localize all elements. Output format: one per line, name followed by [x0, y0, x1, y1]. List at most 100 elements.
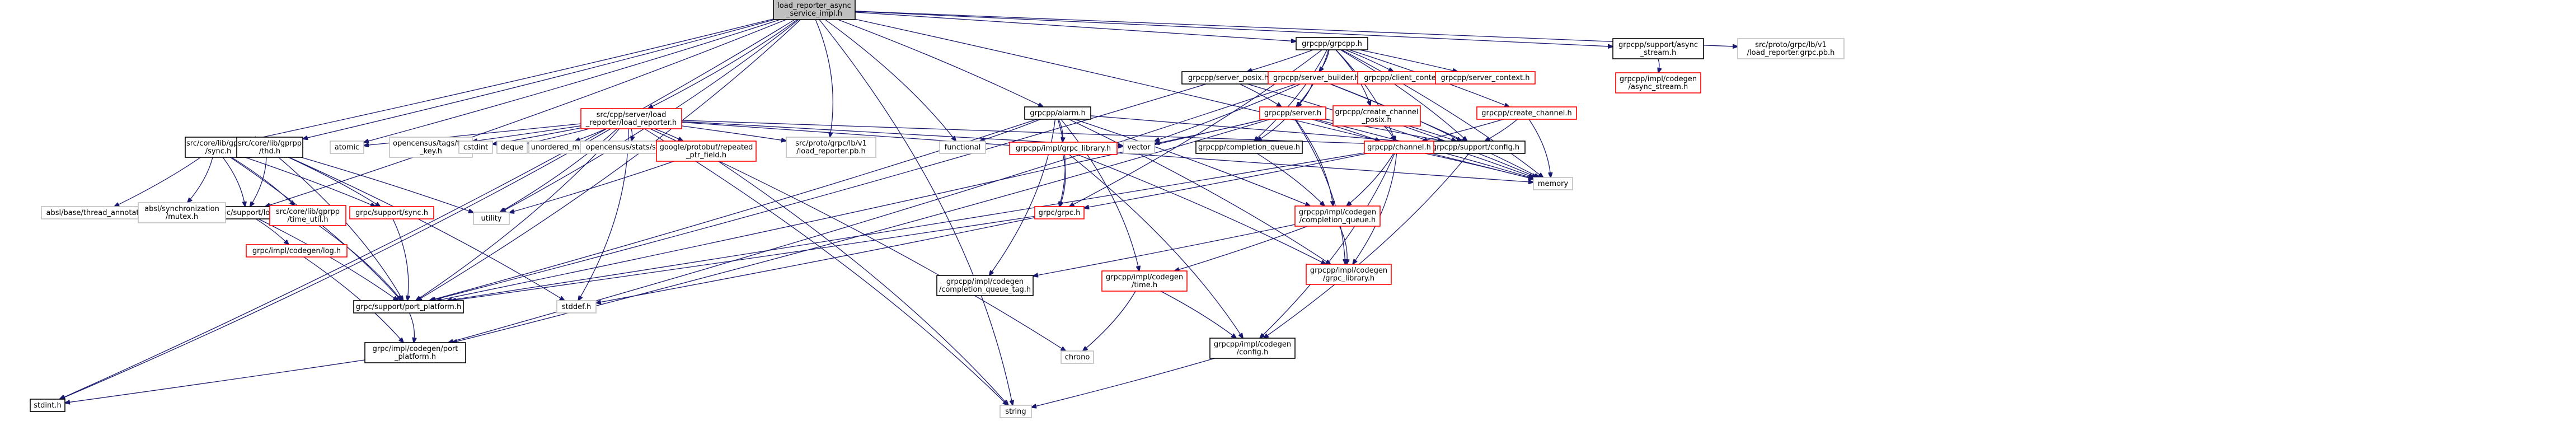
edge-grpc_library_impl-to-codegen_config — [1068, 154, 1243, 338]
node-box-channel — [1364, 141, 1434, 154]
edge-grpcpp-to-server_posix — [1247, 49, 1313, 72]
node-label-codegen_cq: grpcpp/impl/codegen — [1299, 208, 1376, 217]
node-codegen_cq[interactable]: grpcpp/impl/codegen/completion_queue.h — [1294, 205, 1381, 227]
edge-repeated_ptr-to-string — [718, 161, 1008, 405]
node-label-tag_key: opencensus/tags/tag — [393, 139, 469, 148]
nodes-layer: load_reporter_async_service_impl.hstdint… — [30, 0, 1845, 418]
node-grpc_h[interactable]: grpc/grpc.h — [1034, 206, 1085, 219]
node-label-port_platform: grpc/support/port_platform.h — [356, 303, 461, 311]
node-grpcpp[interactable]: grpcpp/grpcpp.h — [1296, 37, 1368, 50]
node-server_posix[interactable]: grpcpp/server_posix.h — [1181, 71, 1275, 85]
node-label-core_thd: src/core/lib/gprpp — [238, 139, 302, 148]
node-root[interactable]: load_reporter_async_service_impl.h — [773, 0, 856, 20]
node-box-stdint — [30, 399, 65, 412]
node-alarm[interactable]: grpcpp/alarm.h — [1024, 106, 1091, 120]
edge-channel-to-codegen_config — [1260, 153, 1395, 338]
node-label-repeated_ptr: google/protobuf/repeated — [660, 143, 753, 152]
node-label-server_context: grpcpp/server_context.h — [1441, 74, 1530, 82]
edge-grpcpp-to-channel — [1335, 49, 1395, 141]
node-create_channel_posix[interactable]: grpcpp/create_channel_posix.h — [1332, 105, 1421, 127]
node-box-lr_grpc_pb — [1737, 38, 1845, 59]
node-box-support_sync — [349, 206, 434, 219]
node-box-port_platform — [353, 300, 464, 314]
edge-core_sync-to-support_sync — [245, 157, 376, 207]
node-support_config[interactable]: grpcpp/support/config.h — [1426, 141, 1526, 154]
edge-alarm-to-codegen_grpc_library — [1068, 119, 1331, 264]
edge-port_platform-to-impl_port_platform — [409, 312, 415, 343]
node-async_stream[interactable]: grpcpp/support/async_stream.h — [1612, 38, 1704, 59]
edge-core_sync-to-core_time_util — [231, 157, 295, 205]
node-box-utility — [473, 212, 510, 225]
edge-load_reporter-to-tag_key — [472, 125, 581, 142]
node-repeated_ptr[interactable]: google/protobuf/repeated_ptr_field.h — [656, 141, 757, 162]
node-port_platform[interactable]: grpc/support/port_platform.h — [353, 300, 464, 314]
edge-load_reporter-to-chrono — [650, 128, 1066, 351]
node-box-server_context — [1435, 71, 1536, 85]
node-label-load_reporter: src/cpp/server/load — [597, 111, 667, 119]
node-label-memory: memory — [1538, 180, 1569, 188]
node-codegen_config[interactable]: grpcpp/impl/codegen/config.h — [1209, 338, 1296, 359]
node-channel[interactable]: grpcpp/channel.h — [1364, 141, 1434, 154]
node-completion_queue[interactable]: grpcpp/completion_queue.h — [1195, 141, 1303, 154]
node-label-chrono: chrono — [1065, 353, 1090, 362]
edge-alarm-to-grpc_h — [1057, 119, 1066, 207]
node-label-unordered_map: unordered_map — [531, 143, 589, 152]
node-label-lr_pb: src/proto/grpc/lb/v1 — [795, 139, 867, 148]
node-unordered_map: unordered_map — [528, 141, 591, 154]
node-label-impl_port_platform: _platform.h — [394, 353, 436, 361]
node-box-stddef — [556, 300, 597, 314]
edge-load_reporter-to-stats — [631, 128, 632, 141]
node-label-cq_tag: grpcpp/impl/codegen — [946, 278, 1024, 286]
edge-root-to-lr_pb — [815, 19, 833, 137]
edge-core_sync-to-port_platform — [230, 157, 401, 301]
node-impl_port_platform[interactable]: grpc/impl/codegen/port_platform.h — [364, 342, 466, 363]
node-label-codegen_grpc_library: grpcpp/impl/codegen — [1310, 266, 1387, 275]
node-client_context[interactable]: grpcpp/client_context.h — [1357, 71, 1457, 85]
node-label-core_sync: /sync.h — [205, 147, 232, 156]
node-box-absl_mutex — [138, 202, 226, 223]
node-core_time_util[interactable]: src/core/lib/gprpp/time_util.h — [269, 205, 346, 226]
node-box-lr_pb — [786, 137, 876, 158]
node-codegen_time[interactable]: grpcpp/impl/codegen/time.h — [1101, 270, 1188, 292]
node-lr_pb: src/proto/grpc/lb/v1/load_reporter.pb.h — [786, 137, 876, 158]
node-core_thd[interactable]: src/core/lib/gprpp/thd.h — [236, 137, 303, 158]
node-server_context[interactable]: grpcpp/server_context.h — [1435, 71, 1536, 85]
edge-load_reporter-to-support_config — [681, 120, 1427, 146]
node-absl_ta: absl/base/thread_annotations.h — [41, 206, 166, 219]
node-functional: functional — [939, 141, 986, 154]
node-label-root: load_reporter_async — [777, 2, 851, 10]
node-impl_codegen_log[interactable]: grpc/impl/codegen/log.h — [246, 244, 348, 258]
node-box-chrono — [1061, 350, 1094, 364]
node-atomic: atomic — [330, 141, 364, 154]
node-codegen_grpc_library[interactable]: grpcpp/impl/codegen/grpc_library.h — [1306, 264, 1392, 285]
node-impl_async_stream[interactable]: grpcpp/impl/codegen/async_stream.h — [1615, 72, 1701, 93]
node-stdint[interactable]: stdint.h — [30, 399, 65, 412]
node-box-string — [1000, 405, 1032, 418]
node-create_channel[interactable]: grpcpp/create_channel.h — [1476, 106, 1577, 120]
node-server[interactable]: grpcpp/server.h — [1259, 106, 1326, 120]
edge-root-to-atomic — [364, 19, 781, 142]
edge-channel-to-grpc_h — [1084, 153, 1368, 208]
node-box-impl_codegen_log — [246, 244, 348, 258]
node-label-absl_mutex: /mutex.h — [166, 213, 198, 221]
node-chrono: chrono — [1061, 350, 1094, 364]
edge-core_sync-to-absl_ta — [114, 157, 201, 207]
node-server_builder[interactable]: grpcpp/server_builder.h — [1268, 71, 1365, 85]
edge-grpcpp-to-completion_queue — [1254, 49, 1327, 141]
node-load_reporter[interactable]: src/cpp/server/load_reporter/load_report… — [580, 108, 682, 129]
node-label-absl_mutex: absl/synchronization — [144, 205, 219, 213]
node-box-async_stream — [1612, 38, 1704, 59]
node-label-cq_tag: /completion_queue_tag.h — [939, 286, 1031, 294]
edge-impl_codegen_log-to-impl_port_platform — [303, 256, 403, 343]
edge-server_builder-to-vector — [1155, 83, 1301, 141]
node-deque: deque — [496, 141, 528, 154]
node-support_sync[interactable]: grpc/support/sync.h — [349, 206, 434, 219]
node-label-core_sync: src/core/lib/gprpp — [186, 139, 250, 148]
node-grpc_library_impl[interactable]: grpcpp/impl/grpc_library.h — [1009, 142, 1118, 155]
node-label-channel: grpcpp/channel.h — [1367, 143, 1431, 152]
edge-gpr_log-to-port_platform — [258, 218, 398, 301]
edge-root-to-grpcpp — [855, 12, 1296, 41]
node-label-absl_ta: absl/base/thread_annotations.h — [46, 209, 161, 217]
edge-root-to-functional — [825, 19, 956, 141]
node-cq_tag[interactable]: grpcpp/impl/codegen/completion_queue_tag… — [936, 275, 1034, 296]
